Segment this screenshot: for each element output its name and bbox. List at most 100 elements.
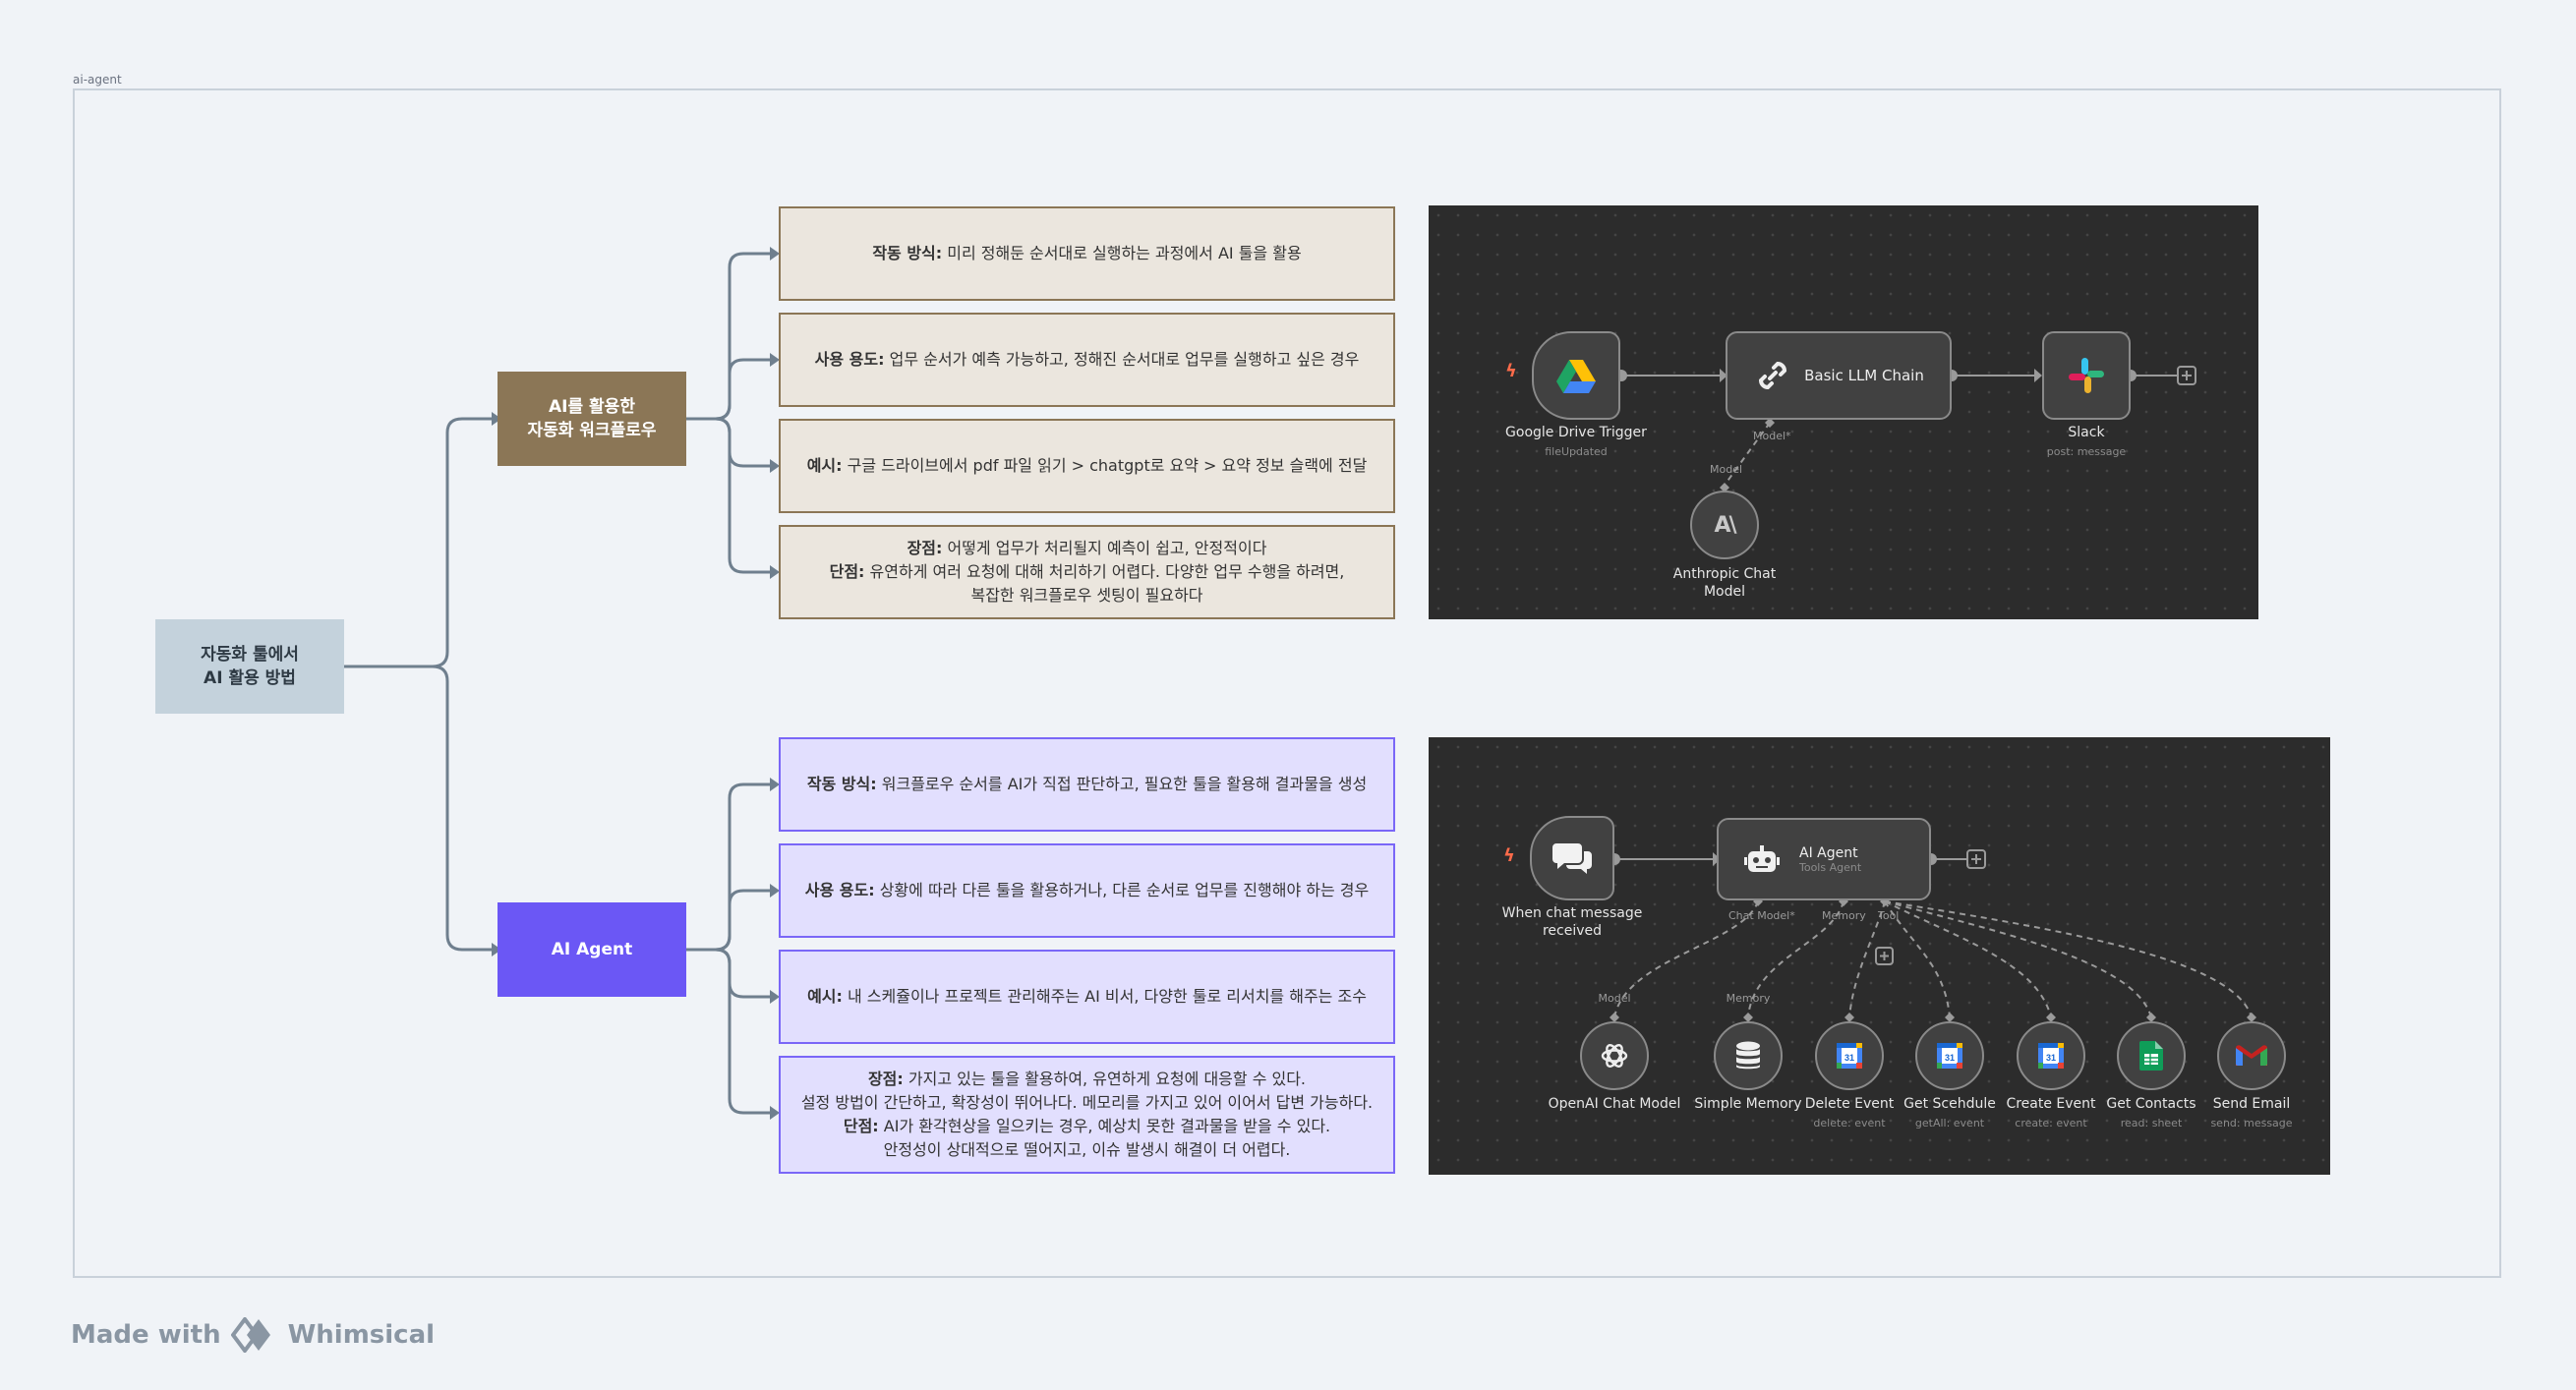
node-label: OpenAI Chat Model xyxy=(1548,1096,1681,1112)
frame-label: ai-agent xyxy=(73,73,122,87)
google-drive-icon xyxy=(1556,360,1596,393)
whimsical-logo-icon xyxy=(230,1317,270,1353)
workflow-example-card[interactable]: 예시: 구글 드라이브에서 pdf 파일 읽기 > chatgpt로 요약 > … xyxy=(779,419,1395,513)
port-label: Memory xyxy=(1726,992,1771,1005)
whimsical-text: Whimsical xyxy=(287,1320,436,1350)
card-text: 구글 드라이브에서 pdf 파일 읽기 > chatgpt로 요약 > 요약 정… xyxy=(842,456,1368,475)
card-text: 상황에 따라 다른 툴을 활용하거나, 다른 순서로 업무를 진행해야 하는 경… xyxy=(874,881,1370,899)
card-label: 단점: xyxy=(829,562,865,581)
tool-node-send-email[interactable] xyxy=(2217,1021,2286,1090)
card-label: 예시: xyxy=(806,456,843,475)
root-line2: AI 활용 방법 xyxy=(204,668,296,688)
trigger-bolt-icon: ϟ xyxy=(1503,845,1515,866)
node-label-line2: Model xyxy=(1703,584,1746,600)
tool-node-delete-event[interactable]: 31 xyxy=(1815,1021,1884,1090)
google-calendar-icon: 31 xyxy=(2036,1041,2066,1071)
card-text: AI가 환각현상을 일으키는 경우, 예상치 못한 결과물을 받을 수 있다. xyxy=(878,1117,1331,1135)
card-text: 복잡한 워크플로우 셋팅이 필요하다 xyxy=(970,586,1203,605)
board-frame xyxy=(73,88,2501,1278)
workflow-use-card[interactable]: 사용 용도: 업무 순서가 예측 가능하고, 정해진 순서대로 업무를 실행하고… xyxy=(779,313,1395,407)
port-label: Memory xyxy=(1822,909,1866,922)
link-icon xyxy=(1759,361,1787,390)
tool-node-get-scehdule[interactable]: 31 xyxy=(1915,1021,1984,1090)
google-calendar-icon: 31 xyxy=(1835,1041,1864,1071)
node-sublabel: delete: event xyxy=(1813,1117,1886,1129)
node-sublabel: send: message xyxy=(2210,1117,2293,1129)
node-label: Google Drive Trigger xyxy=(1505,425,1647,440)
node-sublabel: getAll: event xyxy=(1914,1117,1985,1129)
root-line1: 자동화 툴에서 xyxy=(201,645,299,665)
slack-icon xyxy=(2069,358,2104,393)
node-label: Send Email xyxy=(2212,1096,2291,1112)
workflow-title-line1: AI를 활용한 xyxy=(549,397,635,417)
workflow-pros-cons-card[interactable]: 장점: 어떻게 업무가 처리될지 예측이 쉽고, 안정적이다 단점: 유연하게 … xyxy=(779,525,1395,619)
tool-node-openai-chat-model[interactable] xyxy=(1580,1021,1649,1090)
card-label: 사용 용도: xyxy=(814,350,885,369)
node-label: Simple Memory xyxy=(1694,1096,1802,1112)
anthropic-icon: A\ xyxy=(1714,512,1736,538)
card-label: 장점: xyxy=(907,539,943,557)
workflow-how-card[interactable]: 작동 방식: 미리 정해둔 순서대로 실행하는 과정에서 AI 툴을 활용 xyxy=(779,206,1395,301)
database-icon xyxy=(1734,1041,1762,1071)
port-label: Model xyxy=(1710,463,1743,476)
node-subtitle: Tools Agent xyxy=(1799,860,1862,874)
port-label: Chat Model* xyxy=(1728,909,1795,922)
root-topic[interactable]: 자동화 툴에서 AI 활용 방법 xyxy=(155,619,344,714)
basic-llm-chain-node[interactable]: Basic LLM Chain xyxy=(1726,331,1952,420)
card-text: 가지고 있는 툴을 활용하여, 유연하게 요청에 대응할 수 있다. xyxy=(903,1070,1307,1088)
port-label: Model* xyxy=(1753,430,1791,442)
node-label: Get Scehdule xyxy=(1903,1096,1996,1112)
whimsical-branding[interactable]: Made with Whimsical xyxy=(71,1317,435,1353)
svg-text:31: 31 xyxy=(2046,1053,2056,1063)
card-text: 업무 순서가 예측 가능하고, 정해진 순서대로 업무를 실행하고 싶은 경우 xyxy=(884,350,1360,369)
slack-node[interactable] xyxy=(2042,331,2131,420)
flow2-edges xyxy=(1609,849,2256,1022)
card-text: 유연하게 여러 요청에 대해 처리하기 어렵다. 다양한 업무 수행을 하려면, xyxy=(864,562,1345,581)
svg-text:31: 31 xyxy=(1945,1053,1955,1063)
node-sublabel: post: message xyxy=(2046,445,2127,458)
svg-text:31: 31 xyxy=(1844,1053,1854,1063)
tool-node-create-event[interactable]: 31 xyxy=(2017,1021,2085,1090)
openai-icon xyxy=(1599,1040,1630,1071)
card-text: 설정 방법이 간단하고, 확장성이 뛰어나다. 메모리를 가지고 있어 이어서 … xyxy=(800,1093,1374,1112)
tool-node-simple-memory[interactable] xyxy=(1714,1021,1783,1090)
node-label: When chat message received xyxy=(1474,904,1670,940)
google-drive-trigger-node[interactable] xyxy=(1532,331,1620,420)
node-label-line1: When chat message xyxy=(1501,905,1643,921)
node-label: Slack xyxy=(2068,425,2105,440)
agent-example-card[interactable]: 예시: 내 스케쥴이나 프로젝트 관리해주는 AI 비서, 다양한 툴로 리서치… xyxy=(779,950,1395,1044)
port-label: Tool xyxy=(1878,909,1900,922)
card-text: 미리 정해둔 순서대로 실행하는 과정에서 AI 툴을 활용 xyxy=(942,244,1302,262)
node-label: Create Event xyxy=(2006,1096,2096,1112)
robot-icon xyxy=(1744,845,1780,872)
trigger-bolt-icon: ϟ xyxy=(1505,361,1517,381)
port-label: Model xyxy=(1598,992,1631,1005)
made-with-text: Made with xyxy=(71,1320,221,1350)
google-calendar-icon: 31 xyxy=(1935,1041,1964,1071)
gmail-icon xyxy=(2236,1044,2267,1068)
card-label: 사용 용도: xyxy=(804,881,875,899)
node-label: Get Contacts xyxy=(2106,1096,2196,1112)
agent-topic[interactable]: AI Agent xyxy=(498,902,686,997)
node-title: Basic LLM Chain xyxy=(1804,367,1924,384)
workflow-screenshot-panel: ϟ Google Drive Trigger fileUpdated Basic… xyxy=(1429,205,2258,619)
tool-node-get-contacts[interactable] xyxy=(2117,1021,2186,1090)
chat-bubbles-icon xyxy=(1552,843,1592,874)
card-text: 워크플로우 순서를 AI가 직접 판단하고, 필요한 툴을 활용해 결과물을 생… xyxy=(876,775,1368,793)
agent-screenshot-panel: ϟ When chat message received AI Agent To… xyxy=(1429,737,2330,1175)
agent-use-card[interactable]: 사용 용도: 상황에 따라 다른 툴을 활용하거나, 다른 순서로 업무를 진행… xyxy=(779,843,1395,938)
node-sublabel: read: sheet xyxy=(2120,1117,2183,1129)
card-label: 작동 방식: xyxy=(872,244,943,262)
agent-title: AI Agent xyxy=(551,940,633,959)
anthropic-chat-model-node[interactable]: A\ xyxy=(1690,491,1759,559)
workflow-title-line2: 자동화 워크플로우 xyxy=(527,421,657,440)
chat-trigger-node[interactable] xyxy=(1530,816,1614,900)
card-text: 내 스케쥴이나 프로젝트 관리해주는 AI 비서, 다양한 툴로 리서치를 해주… xyxy=(842,987,1367,1006)
agent-how-card[interactable]: 작동 방식: 워크플로우 순서를 AI가 직접 판단하고, 필요한 툴을 활용해… xyxy=(779,737,1395,832)
card-label: 작동 방식: xyxy=(806,775,877,793)
agent-pros-cons-card[interactable]: 장점: 가지고 있는 툴을 활용하여, 유연하게 요청에 대응할 수 있다. 설… xyxy=(779,1056,1395,1174)
ai-agent-node[interactable]: AI Agent Tools Agent xyxy=(1717,818,1931,900)
card-text: 어떻게 업무가 처리될지 예측이 쉽고, 안정적이다 xyxy=(942,539,1267,557)
